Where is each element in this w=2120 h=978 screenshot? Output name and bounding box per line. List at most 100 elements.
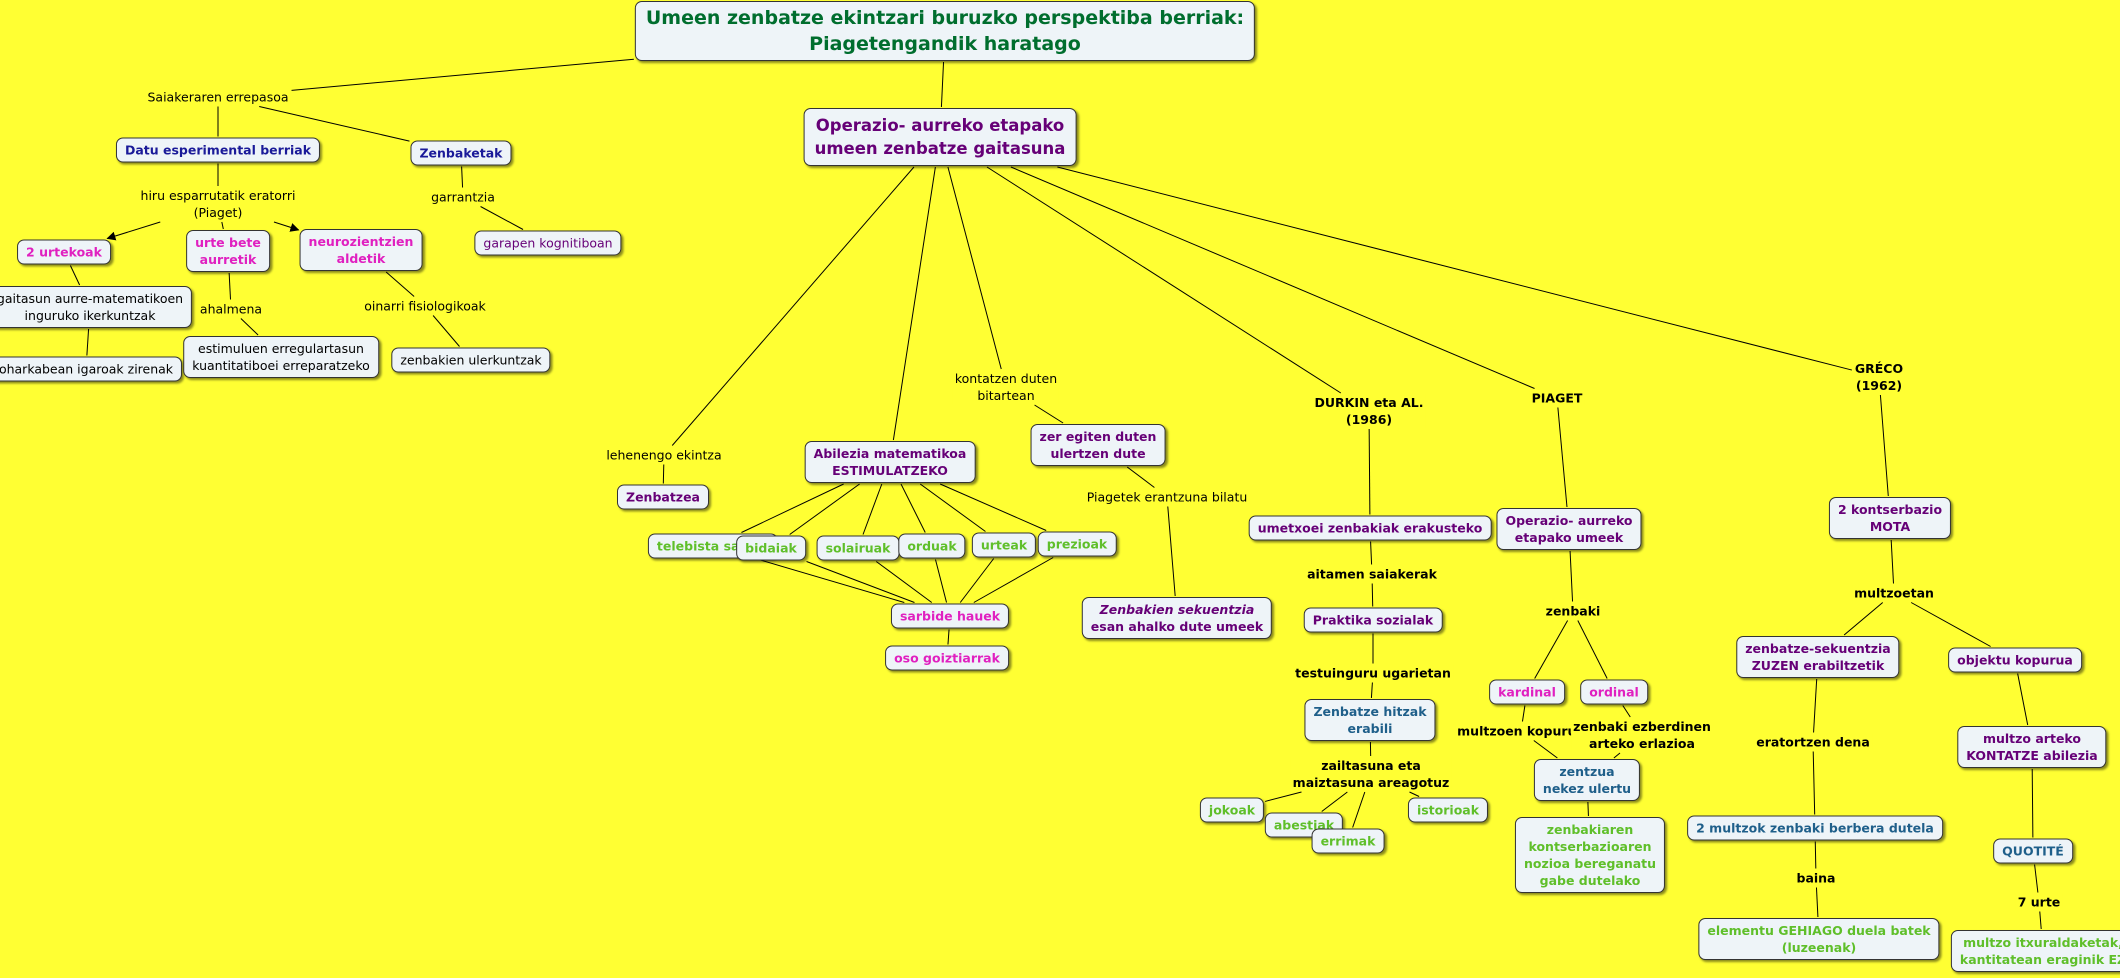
node-multzoetan: multzoetan	[1852, 584, 1936, 602]
link-operazio-abilezia	[892, 166, 936, 441]
node-quotite: QUOTITÉ	[1993, 838, 2073, 864]
link-sarbide-oso	[947, 629, 950, 645]
link-multzoetan-zenbSekZuzen	[1843, 602, 1884, 636]
node-orduak: orduak	[898, 533, 966, 559]
node-umetxoei: umetxoei zenbakiak erakusteko	[1248, 515, 1492, 541]
node-durkin: DURKIN eta AL. (1986)	[1312, 394, 1426, 428]
node-piagetek: Piagetek erantzuna bilatu	[1084, 488, 1250, 506]
node-zazpi-urte: 7 urte	[2015, 893, 2063, 911]
link-operazio-lehenengo	[671, 166, 915, 446]
link-zeregiten-piagetek	[1126, 466, 1155, 488]
node-oso: oso goiztiarrak	[885, 645, 1009, 671]
node-testuinguru: testuinguru ugarietan	[1293, 664, 1453, 682]
node-kardinal: kardinal	[1489, 679, 1565, 705]
link-baina-elementu	[1815, 887, 1819, 918]
node-abestiak: abestiak	[1264, 812, 1344, 838]
node-multzoen-kop: multzoen kopurua	[1455, 722, 1587, 740]
link-abilezia-bidaiak	[789, 483, 860, 535]
node-piaget: PIAGET	[1529, 389, 1585, 407]
node-bidaiak: bidaiak	[736, 535, 806, 561]
node-operazio: Operazio- aurreko etapako umeen zenbatze…	[803, 108, 1077, 166]
node-estimuluen: estimuluen erregulartasun kuantitatiboei…	[183, 336, 379, 378]
link-zenbEzb-zentzua	[1613, 752, 1621, 759]
node-datu: Datu esperimental berriak	[115, 137, 321, 163]
node-zenb-ezb: zenbaki ezberdinen arteko erlazioa	[1571, 718, 1713, 752]
link-urteak-sarbide	[959, 558, 995, 603]
node-zenb-sek: Zenbakien sekuentzia esan ahalko dute um…	[1081, 597, 1273, 639]
node-ahalmena: ahalmena	[197, 300, 265, 318]
link-saiakera-zenbaketak	[259, 106, 410, 142]
link-eratortzen-bimultzok	[1812, 751, 1816, 815]
link-operazio-durkin	[986, 166, 1342, 394]
link-multzoenKop-zentzua	[1533, 740, 1558, 759]
link-urtekoak-gaitasun	[69, 265, 81, 286]
node-solairuak: solairuak	[816, 535, 900, 561]
link-oinarri-zenbakienUler	[432, 315, 460, 347]
node-errimak: errimak	[1311, 828, 1385, 854]
node-jokoak: jokoak	[1199, 797, 1265, 823]
link-multzoetan-objektu	[1910, 602, 1991, 647]
node-zeregiten: zer egiten duten ulertzen dute	[1030, 424, 1166, 466]
link-hiru-urtekoak	[106, 221, 161, 241]
link-operazio-greco	[1057, 166, 1853, 371]
node-zenbatzea: Zenbatzea	[617, 484, 709, 510]
link-zailtasuna-errimak	[1352, 791, 1366, 828]
link-zenbaki-kardinal	[1534, 620, 1569, 679]
link-hiru-neuro	[273, 221, 300, 232]
link-piagetek-zenbSek	[1167, 506, 1176, 597]
node-abilezia: Abilezia matematikoa ESTIMULATZEKO	[804, 441, 976, 483]
link-ahalmena-estimuluen	[240, 318, 259, 336]
node-root: Umeen zenbatze ekintzari buruzko perspek…	[634, 1, 1256, 61]
node-garapen: garapen kognitiboan	[474, 230, 622, 256]
link-abilezia-urteak	[919, 483, 986, 532]
link-zenbaki-ordinal	[1577, 620, 1608, 679]
node-urtekoak: 2 urtekoak	[17, 239, 111, 265]
link-kontserbazio-multzoetan	[1890, 539, 1894, 584]
node-multzo-itx: multzo itxuraldaketak, kantitatean eragi…	[1950, 930, 2120, 972]
link-bidaiak-sarbide	[806, 561, 915, 603]
node-baina: baina	[1794, 869, 1838, 887]
link-ordinal-zenbEzb	[1622, 705, 1631, 718]
node-bimultzok: 2 multzok zenbaki berbera dutela	[1687, 815, 1943, 841]
node-hiru: hiru esparrutatik eratorri (Piaget)	[138, 187, 298, 221]
link-durkin-umetxoei	[1368, 428, 1371, 515]
link-umetxoei-aitamen	[1370, 541, 1373, 565]
node-oharkabean: oharkabean igaroak zirenak	[0, 356, 183, 382]
link-operazio-piaget	[1010, 166, 1535, 389]
link-zazpiUrte-multzoItx	[2039, 911, 2042, 930]
node-garrantzia: garrantzia	[429, 188, 497, 206]
link-hiru-urtebete	[221, 221, 224, 230]
node-sarbide: sarbide hauek	[890, 603, 1010, 629]
link-zenbaketak-garrantzia	[461, 166, 464, 188]
node-ordinal: ordinal	[1580, 679, 1648, 705]
node-urtebete: urte bete aurretik	[186, 230, 270, 272]
link-multzoArteko-quotite	[2031, 768, 2034, 838]
node-zenb-sek-zuzen: zenbatze-sekuentzia ZUZEN erabiltzetik	[1736, 636, 1900, 678]
link-root-saiakera	[291, 58, 634, 91]
node-saiakera: Saiakeraren errepasoa	[145, 88, 291, 106]
link-greco-kontserbazio	[1879, 394, 1889, 497]
node-elementu: elementu GEHIAGO duela batek (luzeenak)	[1698, 918, 1940, 960]
node-zenbaketak: Zenbaketak	[410, 140, 512, 166]
link-zailtasuna-istorioak	[1409, 791, 1420, 797]
link-opUmeek-zenbaki	[1569, 550, 1574, 602]
link-objektu-multzoArteko	[2017, 673, 2029, 726]
node-aitamen: aitamen saiakerak	[1305, 565, 1439, 583]
node-lehenengo: lehenengo ekintza	[604, 446, 724, 464]
link-solairuak-sarbide	[875, 561, 933, 603]
node-neuro: neurozientzien aldetik	[299, 229, 423, 271]
link-root-operazio	[940, 61, 945, 108]
link-orduak-sarbide	[934, 559, 948, 603]
node-greco: GRÉCO (1962)	[1852, 360, 1906, 394]
link-abilezia-solairuak	[862, 483, 883, 535]
node-prezioak: prezioak	[1037, 531, 1117, 557]
link-prezioak-sarbide	[973, 557, 1054, 603]
link-garrantzia-garapen	[480, 206, 524, 230]
link-zentzua-zenbakiaren	[1587, 801, 1589, 817]
node-kontserbazio: 2 kontserbazio MOTA	[1828, 497, 1952, 539]
link-bimultzok-baina	[1814, 841, 1817, 869]
node-zailtasuna: zailtasuna eta maiztasuna areagotuz	[1290, 757, 1452, 791]
node-zenbakien-uler: zenbakien ulerkuntzak	[391, 347, 551, 373]
node-multzo-arteko: multzo arteko KONTATZE abilezia	[1957, 726, 2107, 768]
